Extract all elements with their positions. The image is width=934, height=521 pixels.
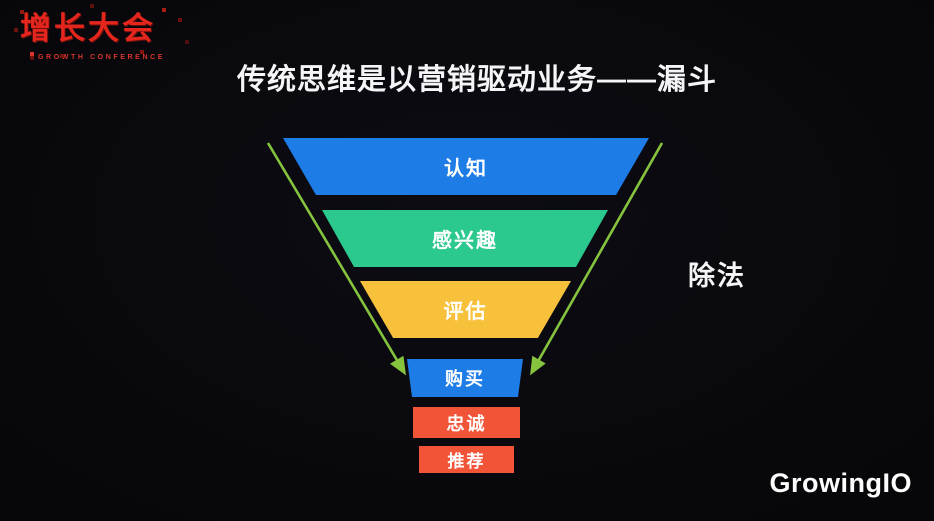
conference-logo-subtitle: GROWTH CONFERENCE bbox=[30, 51, 195, 61]
funnel-stage-label: 忠诚 bbox=[446, 413, 487, 434]
funnel-stage-awareness: 认知 bbox=[283, 138, 649, 195]
funnel-stage-purchase: 购买 bbox=[407, 359, 523, 397]
funnel-stage-label: 推荐 bbox=[447, 452, 486, 471]
funnel-stage-label: 购买 bbox=[445, 369, 485, 389]
logo-subtitle-mark-icon bbox=[30, 51, 34, 59]
side-annotation: 除法 bbox=[688, 261, 746, 291]
funnel-stage-label: 感兴趣 bbox=[432, 230, 498, 252]
slide-title: 传统思维是以营销驱动业务——漏斗 bbox=[236, 64, 717, 96]
conference-logo-subtitle-text: GROWTH CONFERENCE bbox=[38, 53, 166, 61]
funnel-stage-interest: 感兴趣 bbox=[322, 210, 608, 267]
funnel-stage-referral: 推荐 bbox=[419, 446, 514, 473]
funnel-stage-loyalty: 忠诚 bbox=[413, 407, 520, 438]
funnel-stage-evaluation: 评估 bbox=[360, 281, 571, 338]
logo-noise-pixels bbox=[20, 10, 24, 14]
conference-logo-title: 增长大会 bbox=[20, 11, 156, 46]
funnel-stage-label: 评估 bbox=[443, 301, 488, 323]
growingio-logo: GrowingIO bbox=[769, 468, 912, 498]
funnel-stage-label: 认知 bbox=[444, 158, 488, 180]
conference-logo: 增长大会 GROWTH CONFERENCE bbox=[20, 10, 195, 82]
